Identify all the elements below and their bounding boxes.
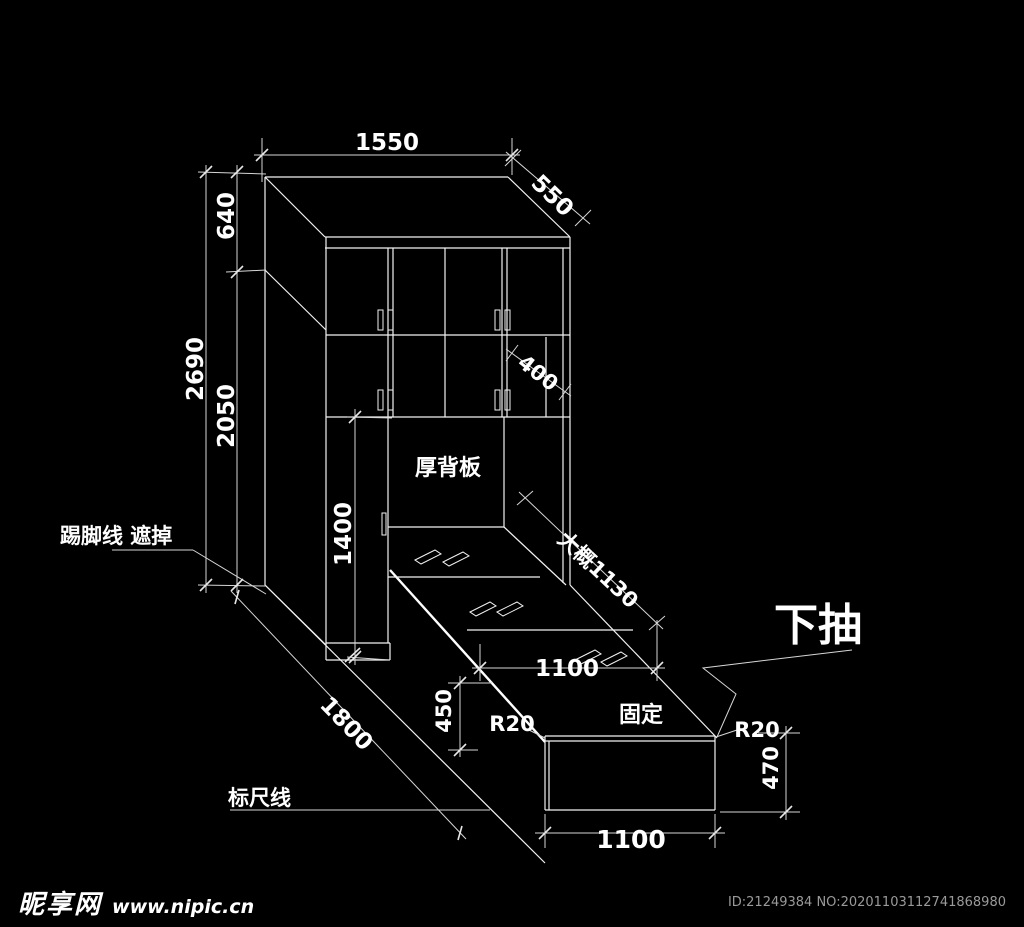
dim-r20-left-label: R20 — [489, 712, 534, 736]
watermark-bar: 昵享网 www.nipic.cn ID:21249384 NO:20201103… — [0, 877, 1024, 927]
annotation-labels: 厚背板 踢脚线 遮掉 下抽 固定 标尺线 — [60, 456, 862, 810]
dim-550-label: 550 — [526, 170, 579, 222]
watermark-id-text: ID:21249384 NO:20201103112741868980 — [727, 894, 1006, 910]
dimension-lines — [197, 138, 800, 848]
leader-lines — [112, 549, 853, 864]
dim-1550-label: 1550 — [355, 130, 419, 156]
dim-1130-label: 大概1130 — [553, 527, 643, 613]
dim-400-label: 400 — [513, 350, 562, 396]
dim-450-label: 450 — [432, 689, 456, 733]
label-skirting-note: 踢脚线 遮掉 — [60, 524, 172, 548]
label-fixed-panel: 固定 — [619, 702, 663, 728]
dim-1800-label: 1800 — [314, 692, 377, 756]
watermark-site-url: www.nipic.cn — [112, 895, 255, 918]
dim-1400-label: 1400 — [331, 502, 357, 566]
watermark-site-name: 昵享网 — [18, 889, 103, 920]
label-back-panel: 厚背板 — [415, 456, 482, 481]
dim-1100-mid-label: 1100 — [535, 656, 599, 682]
dimension-labels: 1550 550 640 2690 2050 1400 400 大概1130 1… — [183, 130, 783, 854]
dim-470-label: 470 — [759, 746, 783, 790]
watermark-site-group: 昵享网 www.nipic.cn — [18, 884, 254, 921]
dim-2690-label: 2690 — [183, 337, 209, 401]
cad-drawing: 1550 550 640 2690 2050 1400 400 大概1130 1… — [60, 130, 862, 864]
label-ruler-line: 标尺线 — [228, 786, 291, 810]
door-handles — [377, 309, 511, 536]
dim-1100-bottom-label: 1100 — [596, 825, 666, 854]
dim-640-label: 640 — [214, 192, 240, 240]
cabinet-outline — [264, 176, 571, 663]
label-lower-drawer: 下抽 — [774, 600, 862, 651]
dim-r20-right-label: R20 — [734, 718, 779, 742]
platform-outline — [388, 526, 718, 811]
dim-2050-label: 2050 — [214, 384, 240, 448]
